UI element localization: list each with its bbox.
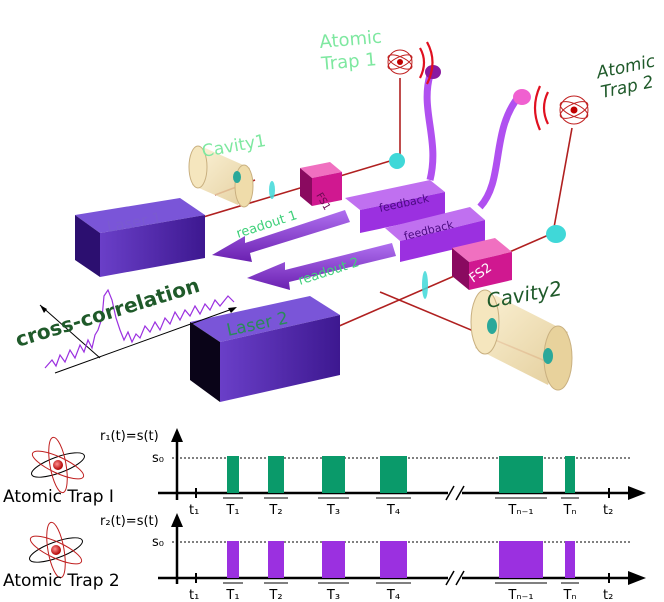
timeline-1-signal-label: r₁(t)=s(t) [100, 429, 159, 444]
feedback-box-1: feedback [345, 180, 445, 233]
atom-icon-1 [31, 436, 85, 494]
pulse-label-2: T₂ [268, 503, 282, 518]
waves-trap-2 [533, 85, 549, 131]
laser-2: Laser 2 [190, 296, 340, 402]
timeline-2-pulses: T₁ T₂ T₃ T₄ Tₙ₋₁ Tₙ [223, 541, 579, 602]
pulse-label-4: T₄ [386, 503, 400, 518]
cavity-2: Cavity2 [470, 276, 573, 391]
atomic-trap-2-label: Atomic Trap 2 [594, 50, 664, 103]
timeline-1-pulses: T₁ T₂ T₃ T₄ Tₙ₋₁ Tₙ [223, 456, 579, 518]
timeline-2-trap-label: Atomic Trap 2 [3, 571, 120, 591]
pulse-3 [322, 456, 345, 493]
timeline-2-s0: s₀ [152, 535, 164, 550]
pulse-6 [565, 456, 575, 493]
pulse-label-2: T₂ [268, 588, 282, 602]
trap-1-emitter [425, 65, 441, 79]
pulse-2 [268, 456, 284, 493]
pulse-4 [380, 541, 407, 578]
beam-splitter-1 [389, 153, 405, 169]
timeline-1-trap-label: Atomic Trap I [3, 487, 114, 507]
pulse-4 [380, 456, 407, 493]
pulse-1 [227, 541, 239, 578]
timeline-2: Atomic Trap 2 r₂(t)=s(t) s₀ t₁ t₂ T₁ T₂ T₃… [3, 513, 646, 602]
readout-arrow-2: readout 2 [247, 243, 396, 290]
pulse-label-3: T₃ [326, 503, 340, 518]
fs2-box: FS2 [452, 238, 512, 290]
fs1-box: FS1 [300, 162, 342, 212]
cross-correlation-label: cross-correlation [12, 273, 202, 352]
beam-splitter-2 [546, 225, 566, 243]
atom-trap-1 [387, 49, 413, 75]
pulse-label-5: Tₙ₋₁ [507, 503, 533, 518]
cavity-1-label: Cavity1 [200, 131, 267, 162]
pulse-5 [499, 541, 543, 578]
pulse-1 [227, 456, 239, 493]
pulse-label-4: T₄ [386, 588, 400, 602]
fiber-to-trap-1 [423, 74, 437, 181]
pulse-label-6: Tₙ [562, 503, 576, 518]
trap-2-emitter [513, 89, 531, 105]
timeline-1-s0: s₀ [152, 451, 164, 466]
feedback-box-2: feedback [385, 207, 485, 262]
laser-1: Laser 1 [75, 198, 205, 277]
cavity-1: Cavity1 [188, 131, 275, 208]
timeline-1: Atomic Trap I r₁(t)=s(t) s₀ t₁ t₂ T₁ T₂ T₃… [3, 428, 646, 518]
pulse-6 [565, 541, 575, 578]
atom-trap-2 [559, 95, 589, 125]
readout-arrow-1: readout 1 [212, 208, 350, 262]
atomic-trap-1-label: Atomic Trap 1 [318, 26, 391, 75]
timeline-2-t1: t₁ [189, 588, 199, 602]
pulse-3 [322, 541, 345, 578]
timeline-2-t2: t₂ [603, 588, 613, 602]
waves-trap-1 [419, 41, 434, 85]
pulse-label-3: T₃ [326, 588, 340, 602]
pulse-label-1: T₁ [225, 588, 239, 602]
pulse-label-5: Tₙ₋₁ [507, 588, 533, 602]
lens-2 [422, 271, 428, 299]
pulse-label-1: T₁ [225, 503, 239, 518]
pulse-label-6: Tₙ [562, 588, 576, 602]
fiber-to-trap-2 [477, 92, 523, 210]
timeline-1-t2: t₂ [603, 503, 613, 518]
pulse-2 [268, 541, 284, 578]
pulse-5 [499, 456, 543, 493]
atom-icon-2 [29, 521, 83, 579]
timeline-2-signal-label: r₂(t)=s(t) [100, 514, 159, 529]
timeline-1-t1: t₁ [189, 503, 199, 518]
